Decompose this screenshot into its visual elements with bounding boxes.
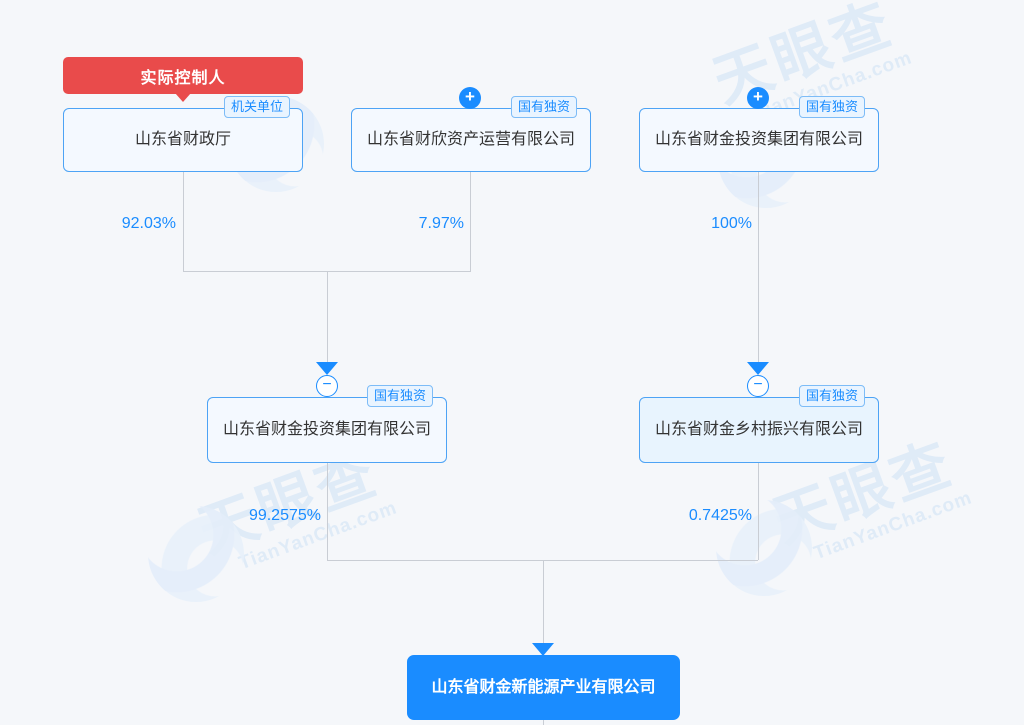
node-label: 山东省财金投资集团有限公司 (654, 131, 863, 149)
node-rural-revitalization[interactable]: 山东省财金乡村振兴有限公司 (639, 397, 879, 463)
collapse-icon[interactable]: − (316, 375, 338, 397)
node-caijin-group-top[interactable]: 山东省财金投资集团有限公司 (639, 108, 879, 172)
node-tag-state-owned: 国有独资 (799, 385, 866, 407)
edge-line-caixin (470, 172, 471, 271)
node-caixin-asset[interactable]: 山东省财欣资产运营有限公司 (351, 108, 591, 172)
edge-arrow-to-caijin-mid (316, 362, 338, 375)
expand-icon[interactable]: + (459, 87, 481, 109)
node-label: 山东省财金新能源产业有限公司 (431, 678, 656, 696)
watermark-en: TianYanCha.com (811, 487, 976, 565)
edge-label-caijin-top-to-rural: 100% (711, 215, 752, 232)
edge-line-caijin-top-to-rural (758, 172, 759, 370)
node-caijin-group-mid[interactable]: 山东省财金投资集团有限公司 (207, 397, 447, 463)
edge-arrow-to-target (532, 643, 554, 656)
actual-controller-badge-tail (175, 93, 191, 102)
node-target-company[interactable]: 山东省财金新能源产业有限公司 (407, 655, 680, 720)
edge-line-finance-dept (183, 172, 184, 271)
node-tag-state-owned: 国有独资 (511, 96, 578, 118)
edge-bus-bottom (327, 560, 758, 561)
edge-label-rural-to-target: 0.7425% (688, 507, 752, 524)
edge-line-to-caijin-mid (327, 271, 328, 370)
node-tag-state-owned: 国有独资 (799, 96, 866, 118)
edge-line-caijin-mid-to-target (327, 463, 328, 560)
edge-label-finance-dept-to-caijin: 92.03% (121, 215, 176, 232)
node-label: 山东省财金乡村振兴有限公司 (654, 421, 863, 439)
actual-controller-badge: 实际控制人 (63, 57, 303, 94)
expand-icon[interactable]: + (747, 87, 769, 109)
node-label: 山东省财金投资集团有限公司 (222, 421, 431, 439)
node-label: 山东省财欣资产运营有限公司 (366, 131, 575, 149)
edge-line-to-target (543, 560, 544, 652)
edge-arrow-to-rural (747, 362, 769, 375)
node-label: 山东省财政厅 (134, 131, 231, 149)
node-tag-state-owned: 国有独资 (367, 385, 434, 407)
collapse-icon[interactable]: − (747, 375, 769, 397)
node-finance-dept[interactable]: 山东省财政厅 (63, 108, 303, 172)
edge-line-rural-to-target (758, 463, 759, 560)
edge-line-target-below (543, 720, 544, 725)
node-tag-agency: 机关单位 (224, 96, 291, 118)
edge-label-caijin-mid-to-target: 99.2575% (248, 507, 321, 524)
edge-label-caixin-to-caijin: 7.97% (418, 215, 464, 232)
